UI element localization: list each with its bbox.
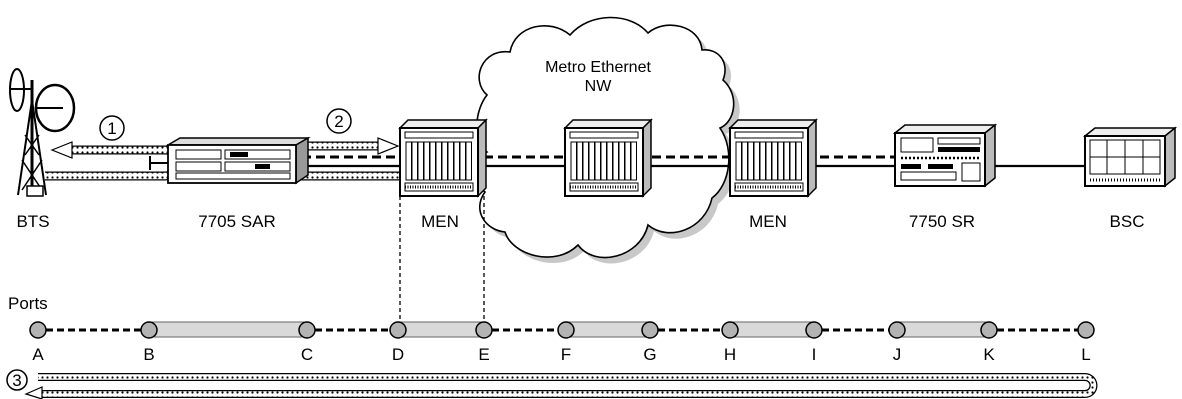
port-label-k: K [983,345,995,364]
tunnel-2-arrowhead [377,137,400,155]
callout-3-label: 3 [12,371,21,390]
port-label-h: H [724,345,736,364]
port-d [389,321,407,339]
callout-1: 1 [99,115,125,141]
men-left-label: MEN [421,212,459,231]
callout-2-label: 2 [334,112,343,131]
bsc-server-icon: BSC [1082,126,1178,231]
port-j [888,321,906,339]
men-right-chassis-icon: MEN [728,118,818,231]
sar-label: 7705 SAR [198,212,276,231]
tunnel-1-arrowhead [50,141,73,159]
port-f [557,321,575,339]
port-segment-fg [565,321,651,338]
ports-row: Ports [8,294,1095,364]
port-segment-de [397,321,485,338]
port-label-d: D [392,345,404,364]
port-label-i: I [812,345,817,364]
port-b [140,321,158,339]
port-k [980,321,998,339]
tunnel-3-arrowhead [24,386,43,399]
cloud-label-line2: NW [585,78,613,95]
bsc-label: BSC [1110,212,1145,231]
men-right-label: MEN [749,212,787,231]
port-g [641,321,659,339]
men-middle-chassis-icon [563,118,653,198]
port-segment-hi [729,321,815,338]
sr-router-icon: 7750 SR [892,123,998,231]
port-segment-jk [896,321,990,338]
port-label-f: F [561,345,571,364]
men-port-guides [399,196,485,330]
port-a [29,321,47,339]
callout-2: 2 [326,108,352,134]
sar-device-icon: 7705 SAR [165,136,311,231]
port-label-l: L [1081,345,1090,364]
callout-1-label: 1 [107,119,116,138]
port-segment-bc [148,321,308,338]
port-label-b: B [143,345,154,364]
tunnel-3 [24,373,1098,399]
cloud-label-line1: Metro Ethernet [545,59,651,76]
port-i [805,321,823,339]
port-e [475,321,493,339]
port-c [298,321,316,339]
port-l [1077,321,1095,339]
bts-tower-icon: BTS [9,68,76,231]
ports-title: Ports [8,294,48,313]
port-h [721,321,739,339]
men-left-chassis-icon: MEN [398,118,488,231]
sr-label: 7750 SR [909,212,975,231]
port-label-e: E [478,345,489,364]
bts-label: BTS [16,212,49,231]
callout-3: 3 [6,369,28,391]
port-label-j: J [893,345,902,364]
tunnel-1 [45,141,183,181]
port-label-c: C [301,345,313,364]
port-label-a: A [32,345,44,364]
port-label-g: G [643,345,656,364]
